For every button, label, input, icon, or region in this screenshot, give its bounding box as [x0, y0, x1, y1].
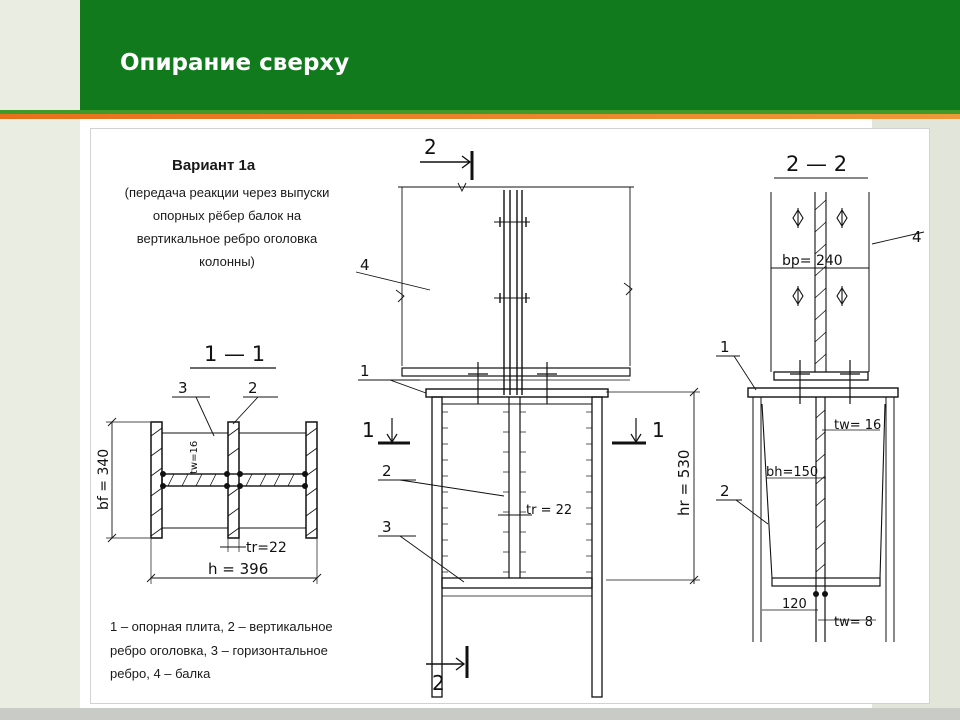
header-orange-stripe	[0, 114, 960, 119]
section-2-2-callout-1: 1	[720, 338, 730, 356]
section-2-2: 2 — 2 4 bp= 240	[716, 152, 925, 642]
section-1-1-callout-3: 3	[178, 379, 188, 397]
elevation-tr-label: tr = 22	[526, 503, 572, 518]
section-1-1-tr-label: tr=22	[246, 540, 287, 556]
section-2-2-callout-4: 4	[912, 228, 922, 246]
elevation-view: 2 2 4	[355, 135, 700, 698]
right-flange	[305, 421, 318, 539]
section-1-1-tw-label: tw=16	[189, 441, 200, 474]
legend-text: 1 – опорная плита, 2 – вертикальное ребр…	[110, 619, 333, 681]
section-1-1-title: 1 — 1	[204, 342, 265, 366]
cut-1-right-label: 1	[652, 418, 665, 442]
section-2-2-dim-120: 120	[782, 597, 807, 612]
section-2-2-callout-2: 2	[720, 482, 730, 500]
elevation-callout-3: 3	[382, 518, 392, 536]
section-1-1-callout-2: 2	[248, 379, 258, 397]
cut-2-bottom-label: 2	[432, 671, 445, 695]
section-2-2-title: 2 — 2	[786, 152, 847, 176]
elevation-horizontal-rib	[441, 577, 593, 589]
variant-description: (передача реакции через выпуски опорных …	[124, 185, 330, 269]
section-2-2-support-plate	[747, 387, 899, 398]
elevation-callout-4: 4	[360, 256, 370, 274]
header-bar	[80, 0, 960, 110]
elevation-callout-2: 2	[382, 462, 392, 480]
section-1-1-h-label: h = 396	[208, 560, 268, 578]
elevation-callout-1: 1	[360, 362, 370, 380]
elevation-hr-label: hr = 530	[675, 450, 693, 516]
bottom-band	[0, 708, 960, 720]
slide-title: Опирание сверху	[120, 50, 350, 76]
section-2-2-tw16-label: tw= 16	[834, 418, 881, 433]
section-2-2-bh-label: bh=150	[766, 465, 818, 480]
cut-2-top-label: 2	[424, 135, 437, 159]
left-flange	[150, 421, 163, 539]
section-2-2-tw8-label: tw= 8	[834, 615, 873, 630]
variant-title: Вариант 1а	[172, 157, 256, 174]
header-green-stripe	[0, 110, 960, 116]
flange-hatching	[150, 427, 318, 537]
center-rib	[227, 421, 240, 539]
section-1-1: 1 — 1	[96, 342, 322, 584]
horizontal-rib	[161, 473, 307, 487]
section-2-2-bp-label: bp= 240	[782, 253, 843, 269]
left-side-band	[0, 0, 80, 720]
cut-1-left-label: 1	[362, 418, 375, 442]
section-1-1-bf-label: bf = 340	[96, 449, 112, 510]
